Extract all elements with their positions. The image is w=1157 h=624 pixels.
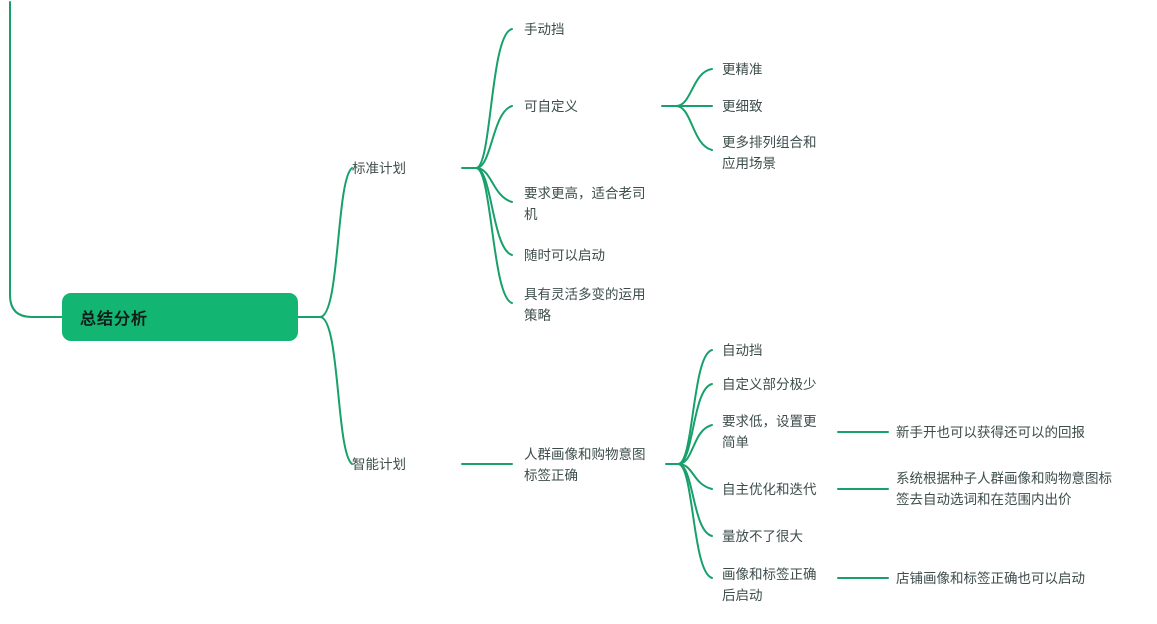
node-standard-plan-label: 标准计划: [352, 160, 406, 176]
connector-root-to-branch-0: [319, 167, 353, 318]
node-self-optimization[interactable]: 自主优化和迭代: [722, 478, 872, 500]
node-customizable-label: 可自定义: [524, 98, 578, 114]
node-higher-requirement[interactable]: 要求更高，适合老司 机: [524, 182, 684, 226]
node-start-anytime-label: 随时可以启动: [524, 247, 605, 263]
node-more-detailed-label: 更细致: [722, 98, 763, 114]
node-more-precise[interactable]: 更精准: [722, 58, 872, 80]
connector-incoming-root: [9, 1, 63, 318]
node-more-detailed[interactable]: 更细致: [722, 95, 872, 117]
node-beginner-return[interactable]: 新手开也可以获得还可以的回报: [896, 421, 1146, 443]
node-standard-plan[interactable]: 标准计划: [352, 157, 462, 179]
node-low-requirement[interactable]: 要求低，设置更 简单: [722, 410, 862, 454]
node-system-auto-bidding[interactable]: 系统根据种子人群画像和购物意图标 签去自动选词和在范围内出价: [896, 467, 1151, 511]
node-auto-gear[interactable]: 自动挡: [722, 339, 872, 361]
node-start-after-correct[interactable]: 画像和标签正确 后启动: [722, 563, 862, 607]
node-smart-plan[interactable]: 智能计划: [352, 453, 462, 475]
node-crowd-portrait-label: 人群画像和购物意图 标签正确: [524, 447, 646, 483]
root-node-label: 总结分析: [80, 311, 149, 328]
node-shop-portrait-start[interactable]: 店铺画像和标签正确也可以启动: [896, 567, 1146, 589]
node-customizable[interactable]: 可自定义: [524, 95, 674, 117]
node-crowd-portrait[interactable]: 人群画像和购物意图 标签正确: [524, 443, 684, 487]
connector-branch0-child-4: [475, 167, 513, 304]
node-higher-requirement-label: 要求更高，适合老司 机: [524, 186, 646, 222]
node-limited-volume[interactable]: 量放不了很大: [722, 525, 872, 547]
node-low-requirement-label: 要求低，设置更 简单: [722, 414, 817, 450]
node-flexible-strategy[interactable]: 具有灵活多变的运用 策略: [524, 283, 684, 327]
node-flexible-strategy-label: 具有灵活多变的运用 策略: [524, 287, 646, 323]
node-shop-portrait-start-label: 店铺画像和标签正确也可以启动: [896, 570, 1085, 586]
connector-branch0-child-3: [475, 167, 513, 256]
connector-custom-child-2: [675, 105, 713, 151]
node-more-precise-label: 更精准: [722, 61, 763, 77]
node-beginner-return-label: 新手开也可以获得还可以的回报: [896, 424, 1085, 440]
node-more-combinations[interactable]: 更多排列组合和 应用场景: [722, 131, 892, 175]
node-start-after-correct-label: 画像和标签正确 后启动: [722, 567, 817, 603]
node-more-combinations-label: 更多排列组合和 应用场景: [722, 135, 817, 171]
node-smart-plan-label: 智能计划: [352, 456, 406, 472]
node-few-customization-label: 自定义部分极少: [722, 376, 817, 392]
connector-root-to-branch-1: [319, 316, 353, 465]
node-limited-volume-label: 量放不了很大: [722, 528, 803, 544]
node-auto-gear-label: 自动挡: [722, 342, 763, 358]
root-node[interactable]: 总结分析: [62, 293, 298, 341]
node-start-anytime[interactable]: 随时可以启动: [524, 244, 684, 266]
node-system-auto-bidding-label: 系统根据种子人群画像和购物意图标 签去自动选词和在范围内出价: [896, 471, 1112, 507]
connector-branch0-child-1: [475, 105, 513, 169]
connector-custom-child-0: [675, 68, 713, 107]
connector-branch0-child-0: [475, 28, 513, 169]
node-manual-gear[interactable]: 手动挡: [524, 18, 674, 40]
connector-branch0-child-2: [475, 167, 513, 203]
node-few-customization[interactable]: 自定义部分极少: [722, 373, 882, 395]
node-self-optimization-label: 自主优化和迭代: [722, 481, 817, 497]
node-manual-gear-label: 手动挡: [524, 21, 565, 37]
